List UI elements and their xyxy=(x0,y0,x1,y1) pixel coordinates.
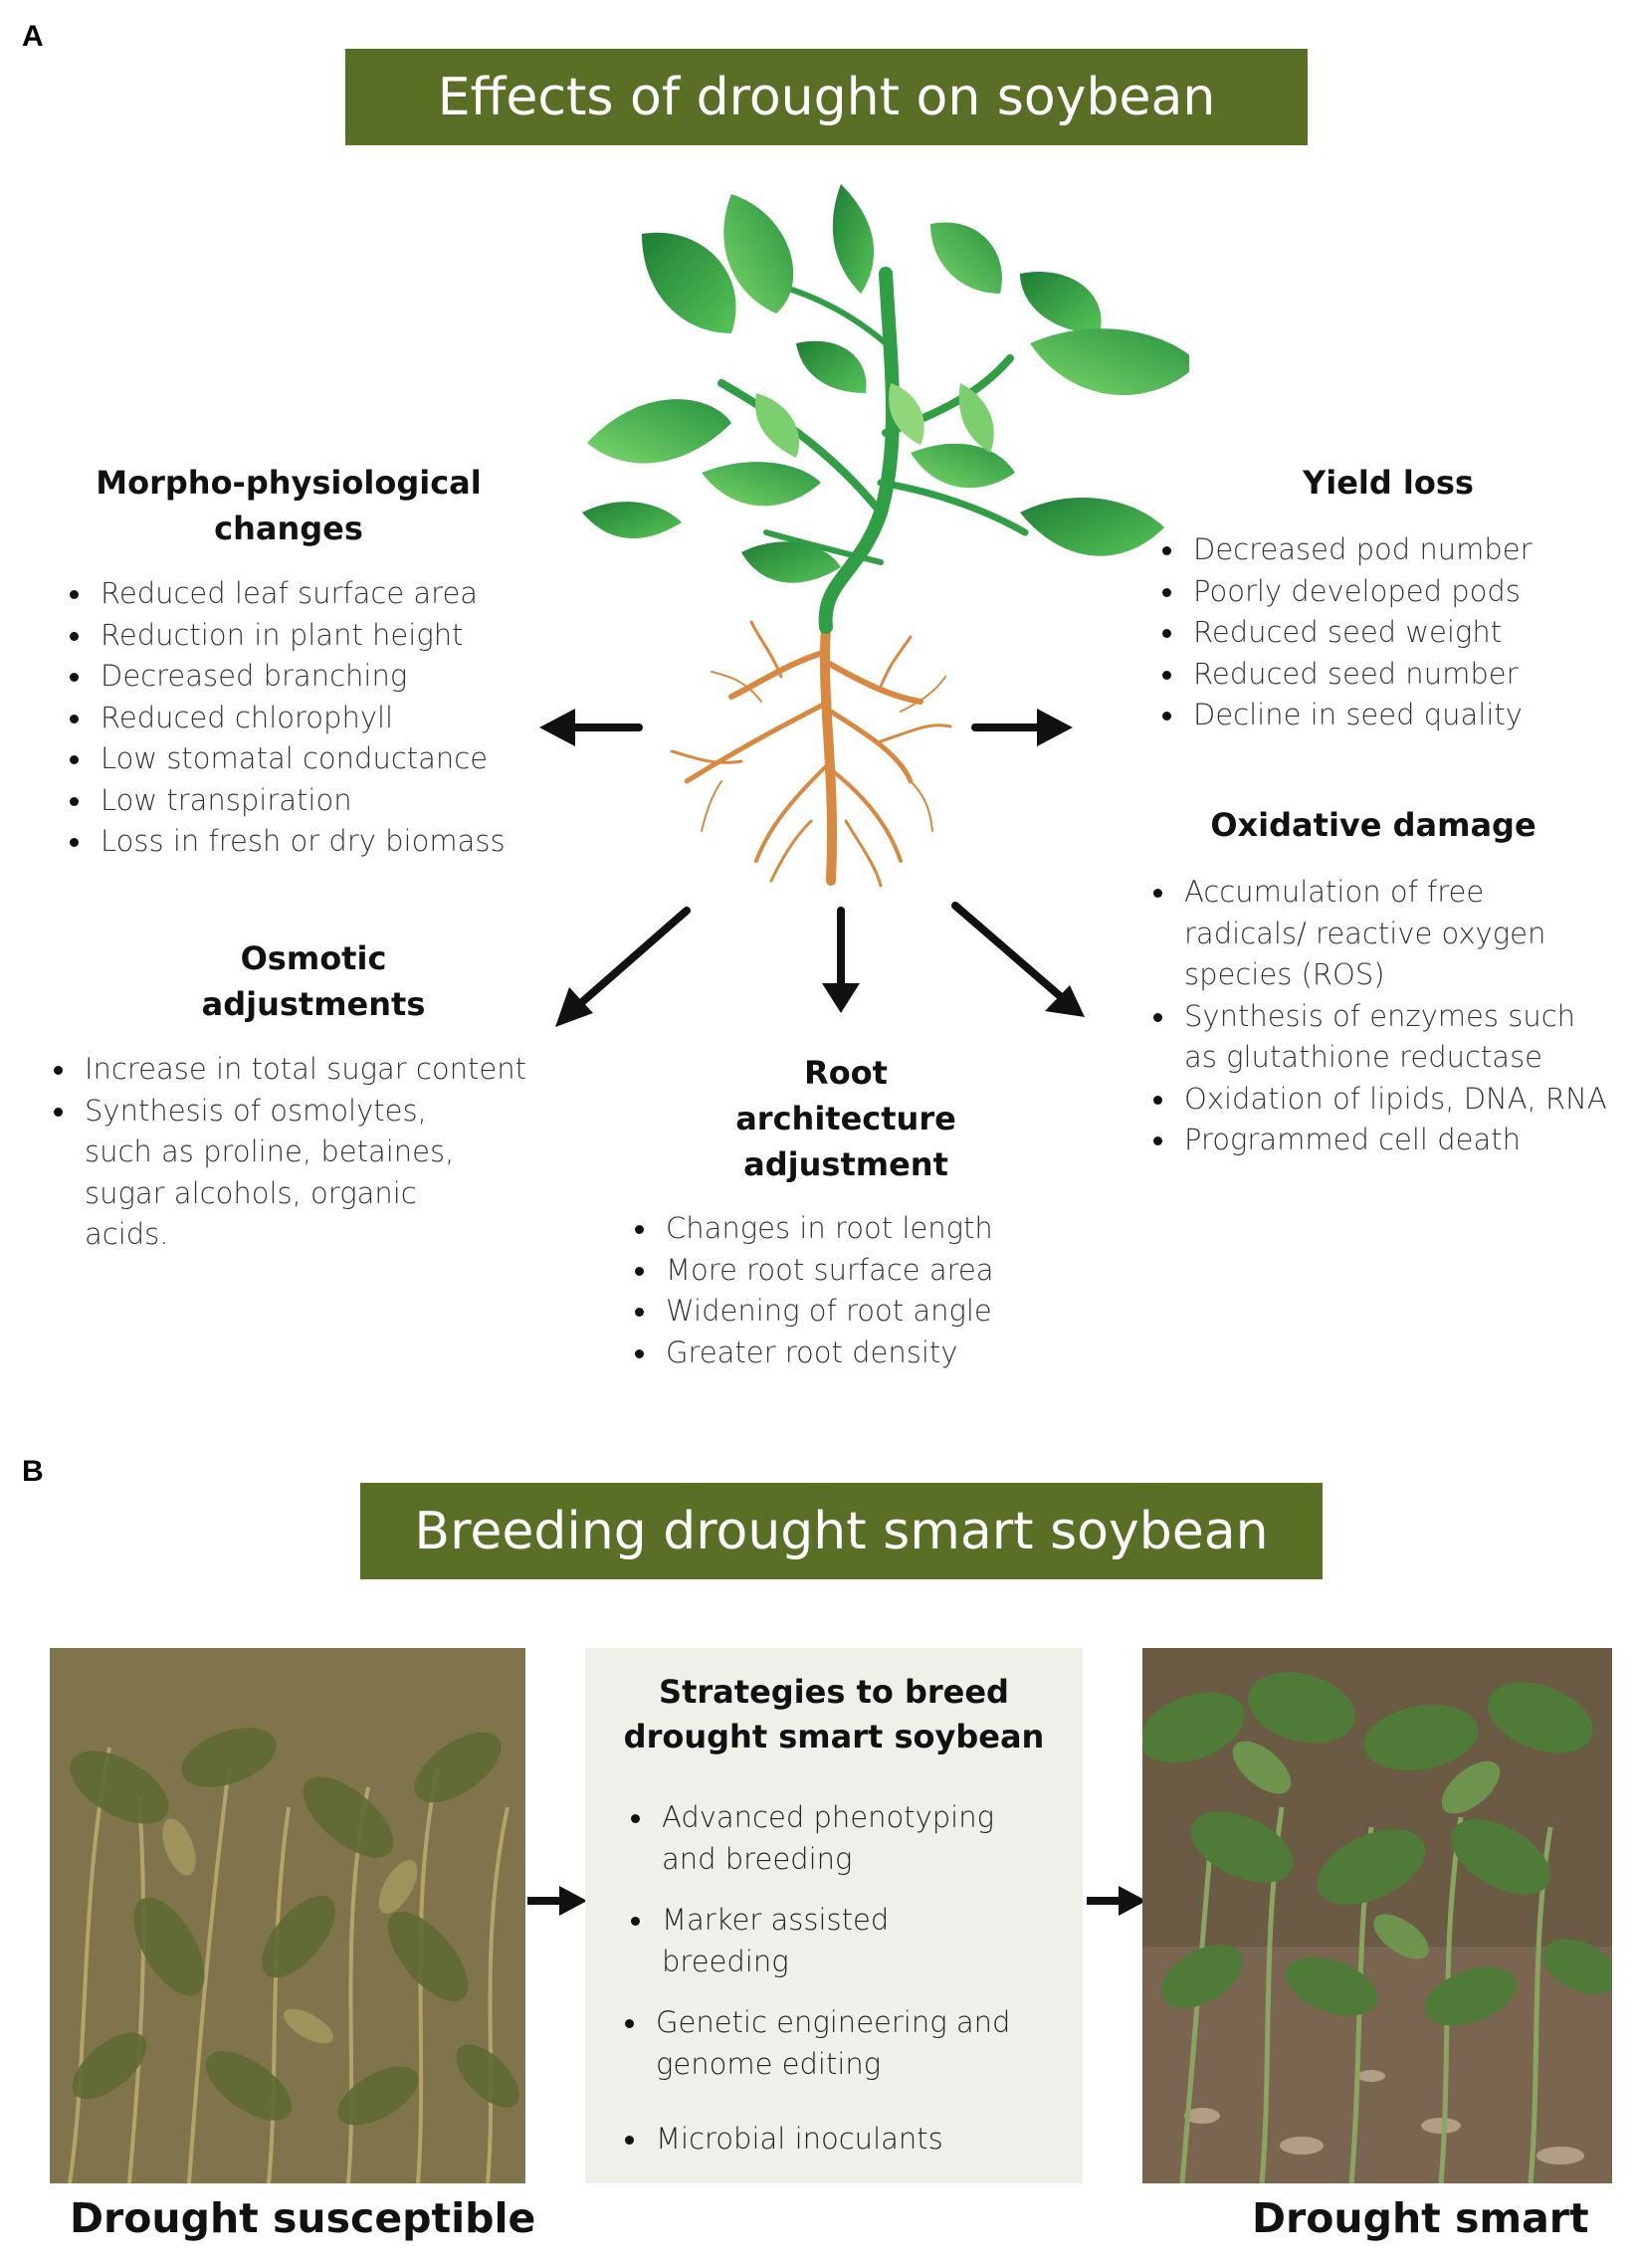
arrow-down-head xyxy=(822,983,860,1013)
list-item: Reduction in plant height xyxy=(68,615,525,657)
list-item: Loss in fresh or dry biomass xyxy=(68,821,525,863)
list-item: Synthesis of osmolytes, such as proline,… xyxy=(52,1091,503,1256)
list-item: Microbial inoculants xyxy=(623,2119,1047,2161)
list-item: Increase in total sugar content xyxy=(52,1049,529,1091)
strategies-heading-line1: Strategies to breed xyxy=(659,1673,1009,1711)
root-list: Changes in root length More root surface… xyxy=(633,1208,1071,1373)
list-item: Widening of root angle xyxy=(633,1291,1071,1333)
arrow-down-left xyxy=(563,907,691,1019)
panel-b-label: B xyxy=(22,1455,44,1488)
morpho-heading-line1: Morpho-physiological xyxy=(96,464,482,502)
panel-a-title: Effects of drought on soybean xyxy=(345,49,1308,145)
arrow-right-head xyxy=(1037,709,1073,746)
root-heading-line3: adjustment xyxy=(743,1145,948,1183)
osmotic-heading: Osmotic adjustments xyxy=(149,935,478,1027)
osmotic-heading-line1: Osmotic xyxy=(240,939,387,977)
list-item: Reduced leaf surface area xyxy=(68,573,525,615)
morpho-list: Reduced leaf surface area Reduction in p… xyxy=(68,573,525,863)
soybean-plant-illustration xyxy=(582,184,1189,888)
arrow-down-right-head xyxy=(1045,985,1085,1017)
list-item: Decreased branching xyxy=(68,656,525,698)
list-item: Decline in seed quality xyxy=(1160,695,1618,736)
root-heading: Root architecture adjustment xyxy=(697,1050,995,1187)
list-item: Reduced seed number xyxy=(1160,654,1618,696)
caption-drought-smart: Drought smart xyxy=(1252,2194,1589,2242)
root-heading-line1: Root xyxy=(804,1054,888,1092)
arrow-to-smart xyxy=(1087,1886,1146,1916)
list-item: Programmed cell death xyxy=(1151,1120,1609,1161)
list-item: Synthesis of enzymes such as glutathione… xyxy=(1151,996,1609,1079)
root-heading-line2: architecture xyxy=(735,1100,956,1137)
list-item: Greater root density xyxy=(633,1333,1071,1374)
morpho-heading-line2: changes xyxy=(214,510,363,547)
caption-drought-susceptible: Drought susceptible xyxy=(70,2194,536,2242)
osmotic-heading-line2: adjustments xyxy=(201,985,426,1023)
strategies-heading-line2: drought smart soybean xyxy=(623,1718,1045,1755)
arrow-to-strategies xyxy=(527,1886,587,1916)
root-system xyxy=(670,620,952,888)
oxidative-heading: Oxidative damage xyxy=(1210,806,1536,844)
strategies-box: Strategies to breed drought smart soybea… xyxy=(585,1648,1083,2183)
list-item: More root surface area xyxy=(633,1250,1071,1292)
list-item: Changes in root length xyxy=(633,1208,1071,1250)
panel-a-label: A xyxy=(22,20,44,53)
list-item: Marker assisted breeding xyxy=(629,1900,921,1982)
osmotic-list: Increase in total sugar content Synthesi… xyxy=(52,1049,529,1256)
oxidative-list: Accumulation of free radicals/ reactive … xyxy=(1151,872,1609,1161)
strategies-heading: Strategies to breed drought smart soybea… xyxy=(585,1670,1083,1759)
list-item: Poorly developed pods xyxy=(1160,571,1618,613)
drought-smart-photo xyxy=(1142,1648,1612,2183)
list-item: Decreased pod number xyxy=(1160,529,1618,571)
morpho-heading: Morpho-physiological changes xyxy=(80,460,498,551)
list-item: Genetic engineering and genome editing xyxy=(623,2002,1047,2085)
panel-b-title: Breeding drought smart soybean xyxy=(360,1483,1323,1579)
list-item: Oxidation of lipids, DNA, RNA xyxy=(1151,1079,1609,1121)
list-item: Reduced chlorophyll xyxy=(68,698,525,739)
arrow-down-right xyxy=(951,902,1077,1011)
list-item: Reduced seed weight xyxy=(1160,612,1618,654)
list-item: Advanced phenotyping and breeding xyxy=(629,1797,1047,1880)
drought-susceptible-photo xyxy=(50,1648,525,2183)
arrow-left-head xyxy=(539,709,575,746)
yield-heading: Yield loss xyxy=(1303,464,1474,502)
list-item: Accumulation of free radicals/ reactive … xyxy=(1151,872,1609,996)
yield-list: Decreased pod number Poorly developed po… xyxy=(1160,529,1618,736)
list-item: Low stomatal conductance xyxy=(68,738,525,780)
arrows-panel-a xyxy=(539,709,1085,1027)
leaves xyxy=(582,184,1189,583)
strategies-list: Advanced phenotyping and breeding Marker… xyxy=(625,1797,1047,2161)
list-item: Low transpiration xyxy=(68,780,525,822)
arrow-down-left-head xyxy=(555,987,593,1027)
